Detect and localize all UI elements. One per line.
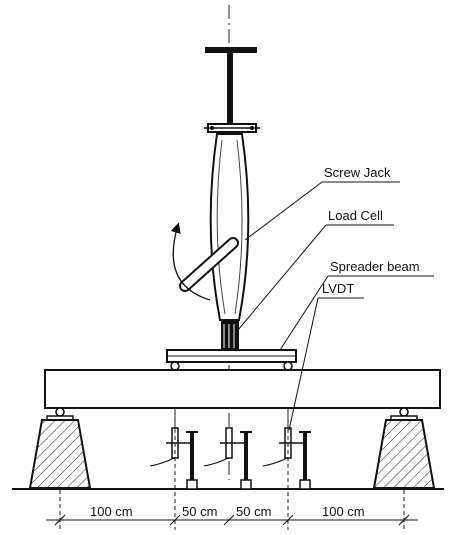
dimension-extensions xyxy=(59,408,405,530)
jack-top-flange xyxy=(204,123,260,133)
label-lvdt: LVDT xyxy=(322,281,354,296)
lvdt-centre xyxy=(203,427,252,490)
jack-handle xyxy=(179,237,239,292)
rotation-arrow xyxy=(170,222,211,301)
label-leaders xyxy=(237,181,434,431)
lvdt-right xyxy=(262,408,311,490)
dim-right-inner: 50 cm xyxy=(236,504,271,519)
label-screw-jack: Screw Jack xyxy=(324,165,391,180)
spreader-beam xyxy=(166,349,297,371)
screw-jack-body xyxy=(209,133,250,321)
left-support xyxy=(28,407,92,489)
main-beam xyxy=(44,369,441,409)
dim-right-outer: 100 cm xyxy=(322,504,365,519)
load-cell xyxy=(221,320,239,350)
lvdt-left xyxy=(149,408,198,490)
dim-left-inner: 50 cm xyxy=(182,504,217,519)
handwheel xyxy=(205,47,257,123)
dim-left-outer: 100 cm xyxy=(90,504,133,519)
dimension-line xyxy=(46,514,418,526)
label-load-cell: Load Cell xyxy=(328,208,383,223)
right-support xyxy=(372,407,436,489)
label-spreader-beam: Spreader beam xyxy=(330,259,420,274)
